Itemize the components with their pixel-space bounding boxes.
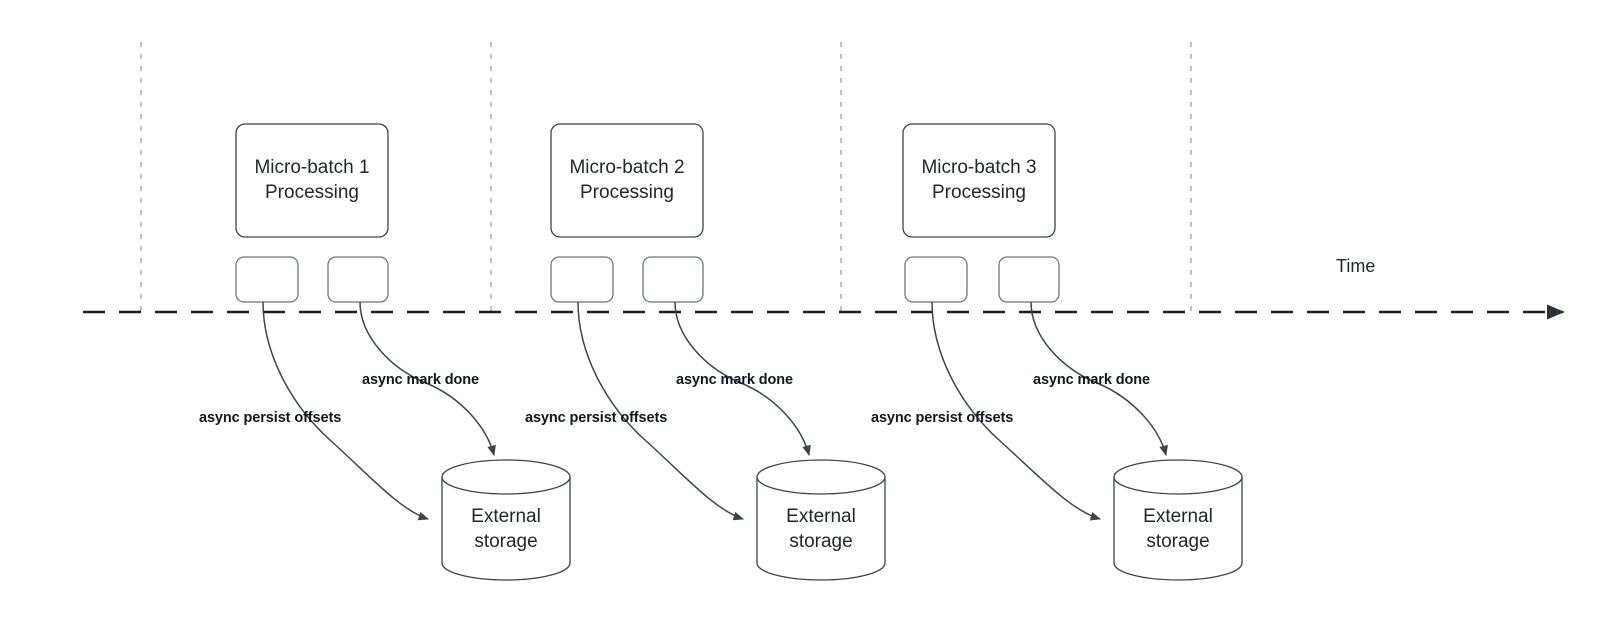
- edge-label-mark-done-1: async mark done: [362, 372, 479, 388]
- batch-group-1: [235, 123, 571, 581]
- edge-mark-done-1: [359, 301, 496, 457]
- batch-boundary-gridlines: [140, 42, 1192, 318]
- batch-group-2: [550, 123, 886, 581]
- edge-mark-done-2: [674, 301, 811, 457]
- task-box-1-a[interactable]: [235, 256, 299, 303]
- batch-box-1[interactable]: [235, 123, 389, 238]
- edge-label-persist-offsets-2: async persist offsets: [525, 410, 668, 426]
- edge-persist-offsets-2: [577, 301, 744, 521]
- edge-label-persist-offsets-1: async persist offsets: [199, 410, 342, 426]
- edge-mark-done-3: [1030, 301, 1168, 457]
- storage-cylinder-2[interactable]: [756, 459, 886, 581]
- edge-label-mark-done-3: async mark done: [1033, 372, 1150, 388]
- timeline-axis-label: Time: [1336, 256, 1376, 276]
- batch-box-2[interactable]: [550, 123, 704, 238]
- storage-cylinder-1[interactable]: [441, 459, 571, 581]
- batch-group-3: [902, 123, 1243, 581]
- edge-persist-offsets-3: [931, 301, 1102, 521]
- batch-box-3[interactable]: [902, 123, 1056, 238]
- task-box-3-b[interactable]: [998, 256, 1060, 303]
- edge-persist-offsets-1: [262, 301, 429, 521]
- task-box-3-a[interactable]: [904, 256, 968, 303]
- edge-label-persist-offsets-3: async persist offsets: [871, 410, 1014, 426]
- storage-cylinder-3[interactable]: [1113, 459, 1243, 581]
- task-box-1-b[interactable]: [327, 256, 389, 303]
- task-box-2-a[interactable]: [550, 256, 614, 303]
- task-box-2-b[interactable]: [642, 256, 704, 303]
- edge-label-mark-done-2: async mark done: [676, 372, 793, 388]
